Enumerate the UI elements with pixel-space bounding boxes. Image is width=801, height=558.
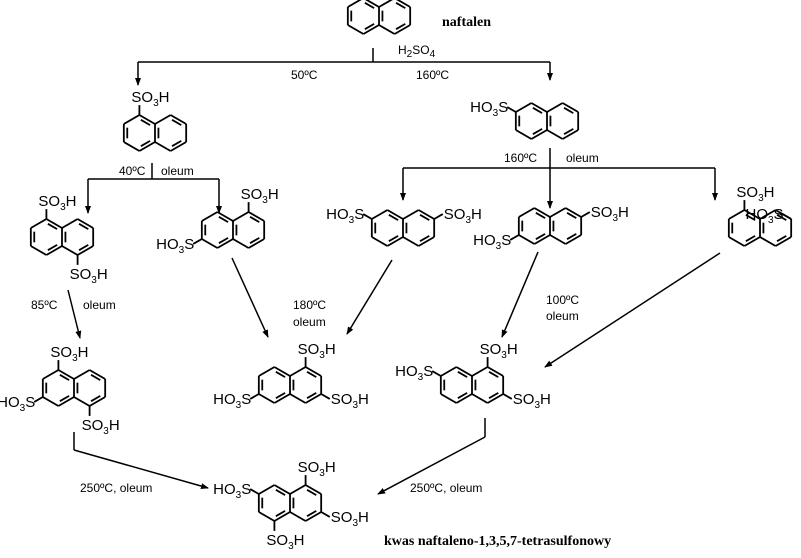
molecule-2-sulfonic [506,102,580,140]
molecule-1-6-disulfonic [192,202,266,249]
so3h-group: SO3H [50,344,88,364]
reaction-arrows [67,48,721,495]
molecule-naftalen [346,0,412,35]
so3h-group: SO3H [241,186,279,206]
temp-100: 100ºC [546,293,579,307]
oleum-180: oleum [293,315,326,329]
oleum-100: oleum [546,309,579,323]
so3h-group: SO3H [480,341,518,361]
temp-160-mid: 160ºC [504,151,537,165]
molecule-1-7-disulfonic [727,200,793,247]
so3h-group: SO3H [82,417,120,437]
arrow-137-to-1357 [377,436,486,495]
product-name: kwas naftaleno-1,3,5,7-tetrasulfonowy [384,534,611,549]
molecule-1-3-7-trisulfonic [431,357,513,404]
ho3s-group: HO3S [395,363,433,383]
so3h-group: SO3H [70,266,108,286]
so3h-group: SO3H [38,193,76,213]
so3h-group: SO3H [444,206,482,226]
so3h-group: SO3H [266,532,304,552]
reagent-h2so4: H2SO4 [398,43,436,60]
ho3s-group: HO3S [213,481,251,501]
so3h-group: SO3H [331,509,369,529]
oleum-40: oleum [161,164,194,178]
temp-250-right: 250ºC, oleum [410,481,482,495]
ho3s-group: HO3S [745,206,783,226]
arrow-135-to-1357 [73,449,209,489]
arrow-17-to-137 [544,252,721,368]
ho3s-group: HO3S [473,232,511,252]
so3h-group: SO3H [736,184,774,204]
ho3s-group: HO3S [0,394,35,414]
so3h-group: SO3H [131,89,169,109]
ho3s-group: HO3S [326,206,364,226]
temp-180: 180ºC [293,298,326,312]
arrow-16-to-136 [231,257,269,338]
oleum-85: oleum [83,298,116,312]
so3h-group: SO3H [513,391,551,411]
molecule-1-3-5-trisulfonic [33,360,107,416]
oleum-160: oleum [566,151,599,165]
ho3s-group: HO3S [470,99,508,119]
title-naftalen: naftalen [442,15,491,30]
so3h-group: SO3H [298,341,336,361]
molecule-1-sulfonic [122,105,188,152]
so3h-group: SO3H [331,391,369,411]
so3h-group: SO3H [298,459,336,479]
so3h-group: SO3H [591,204,629,224]
temp-40: 40ºC [119,164,146,178]
molecule-2-6-disulfonic [509,207,591,245]
molecule-1-3-5-7-tetrasulfonic [249,475,331,531]
molecule-1-5-disulfonic [29,209,95,265]
ho3s-group: HO3S [156,236,194,256]
ho3s-group: HO3S [213,391,251,411]
arrow-27-to-136 [346,259,393,335]
temp-50: 50ºC [291,68,318,82]
temp-85: 85ºC [31,298,58,312]
molecule-1-3-6-trisulfonic [249,357,331,404]
temp-160-top: 160ºC [416,68,449,82]
molecule-2-7-disulfonic [362,209,444,247]
temp-250-left: 250ºC, oleum [80,481,152,495]
arrow-15-to-135 [67,289,82,339]
arrow-26-to-137 [501,251,539,338]
